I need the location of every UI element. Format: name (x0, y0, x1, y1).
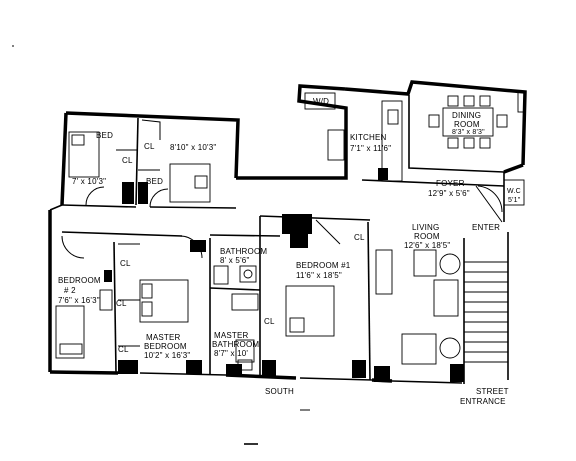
label-master-bath-dim: 8'7" x 10' (214, 349, 248, 358)
label-bathroom-dim: 8' x 5'6" (220, 256, 250, 265)
bedroom-2 (55, 270, 113, 359)
label-living-dim: 12'6" x 18'5" (404, 241, 450, 250)
label-cl-b: CL (144, 142, 155, 151)
middle-walls (61, 214, 371, 381)
label-bed-small-dim: 7' x 10'3" (72, 177, 106, 186)
label-master-bath: MASTER (214, 331, 249, 340)
label-south: SOUTH (265, 387, 294, 396)
label-dining-dim: 8'3" x 8'3" (452, 129, 485, 136)
label-enter: ENTER (472, 223, 500, 232)
label-bedroom-2-dim: 7'6" x 16'3" (58, 296, 100, 305)
top-bedrooms (61, 117, 237, 209)
label-wc-dim: 5'1" (508, 197, 521, 204)
label-cl-f: CL (118, 345, 129, 354)
label-street-2: ENTRANCE (460, 397, 506, 406)
label-master: MASTER (146, 333, 181, 342)
foyer-area (361, 179, 525, 223)
label-bed-main-dim: 8'10" x 10'3" (170, 143, 216, 152)
label-street: STREET (476, 387, 509, 396)
label-master-dim: 10'2" x 16'3" (144, 351, 190, 360)
master-bathroom (226, 293, 259, 376)
label-cl-e: CL (354, 233, 365, 242)
label-wc: W.C (507, 188, 521, 195)
label-cl-d: CL (116, 299, 127, 308)
label-dining-2: ROOM (454, 120, 480, 129)
stairs (463, 232, 509, 384)
label-living: LIVING (412, 223, 439, 232)
bathroom (209, 265, 261, 291)
label-master-2: BEDROOM (144, 342, 187, 351)
label-dining: DINING (452, 111, 481, 120)
label-cl-g: CL (264, 317, 275, 326)
label-cl-c: CL (120, 259, 131, 268)
dining-room (408, 91, 526, 173)
label-bedroom-2-num: # 2 (64, 286, 76, 295)
bedroom-1 (262, 285, 366, 378)
label-bedroom-2: BEDROOM (58, 276, 101, 285)
label-bed-2: BED (146, 177, 163, 186)
label-bedroom-1-dim: 11'6" x 18'5" (296, 271, 342, 280)
label-foyer: FOYER (436, 179, 465, 188)
label-bedroom-1: BEDROOM #1 (296, 261, 351, 270)
master-bedroom (118, 240, 206, 374)
label-foyer-dim: 12'9" x 5'6" (428, 189, 470, 198)
label-wd: W/D (313, 97, 329, 106)
label-living-2: ROOM (414, 232, 440, 241)
living-room (374, 249, 464, 382)
label-cl-a: CL (122, 156, 133, 165)
label-kitchen: KITCHEN (350, 133, 387, 142)
label-bed-small: BED (96, 131, 113, 140)
label-kitchen-dim: 7'1" x 11'6" (350, 144, 391, 153)
label-master-bath-2: BATHROOM (212, 340, 259, 349)
label-bathroom: BATHROOM (220, 247, 267, 256)
